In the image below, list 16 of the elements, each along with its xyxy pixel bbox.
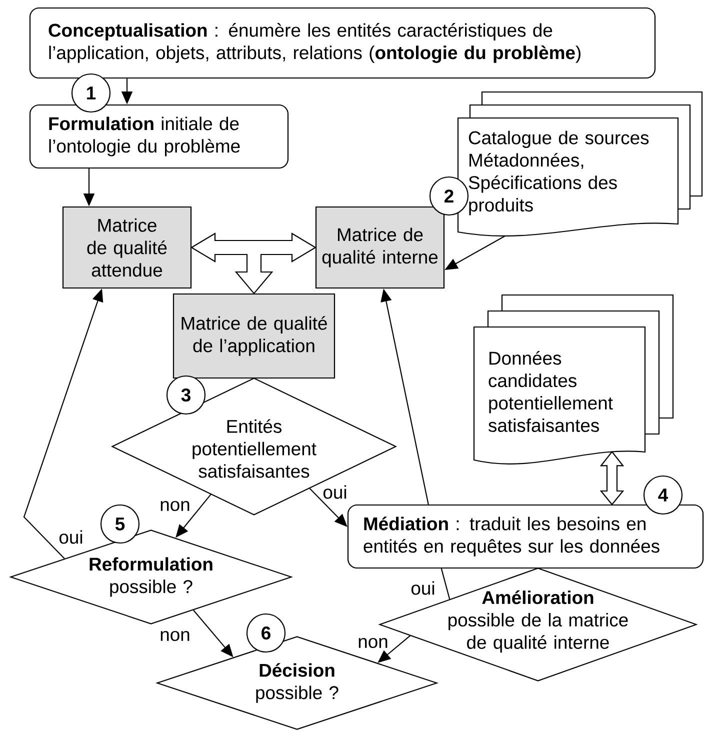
callout-number: 3: [166, 375, 206, 415]
callout-number: 6: [246, 613, 286, 653]
callout-number: 2: [429, 176, 469, 216]
callout-number: 4: [643, 475, 683, 515]
matrix-box: Matrice de qualité attendue: [62, 206, 192, 289]
process-box: Médiation : traduit les besoins en entités en requêtes sur les données: [347, 504, 704, 569]
edge-label: non: [158, 500, 192, 512]
edge-label: oui: [410, 580, 436, 596]
callout-number: 5: [100, 504, 140, 544]
matrix-box: Matrice de qualité interne: [315, 206, 445, 289]
matrix-box: Matrice de qualité de l’application: [172, 293, 336, 379]
document-stack: Données candidates potentiellement satisfaisantes: [473, 294, 674, 464]
edge-label: oui: [58, 529, 84, 545]
edge-label: oui: [322, 484, 348, 500]
callout-number: 1: [71, 73, 111, 113]
document-stack: Catalogue de sources Métadonnées, Spécifications des produits: [457, 91, 703, 236]
